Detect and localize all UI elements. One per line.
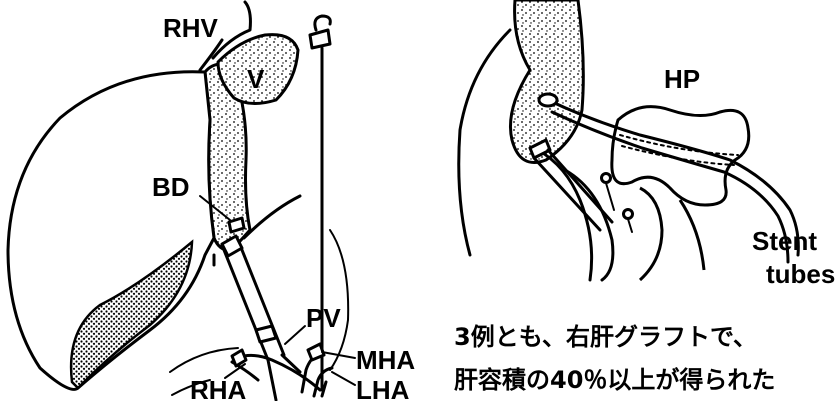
bile-duct-stub	[229, 218, 244, 232]
vessel-clamp-top	[310, 30, 330, 48]
label-rhv: RHV	[163, 13, 219, 43]
hepaticojejunostomy-organ	[612, 107, 749, 205]
liver-outline	[459, 30, 510, 255]
label-stent: Stent	[752, 226, 817, 256]
label-lha: LHA	[356, 375, 410, 401]
vessel-clamp-hook	[315, 16, 330, 30]
label-rha: RHA	[190, 375, 247, 401]
caption-line-2: 肝容積の40％以上が得られた	[454, 366, 775, 394]
caption-line-1: 3例とも、右肝グラフトで、	[454, 323, 757, 351]
vessel-clip-1	[602, 174, 611, 183]
artery-line	[534, 150, 612, 230]
clip-lines	[606, 183, 632, 232]
lha-leader	[332, 372, 355, 385]
label-tubes: tubes	[766, 259, 835, 289]
pv-leader	[285, 326, 305, 344]
label-v: V	[247, 64, 265, 94]
portal-vein	[222, 240, 284, 360]
stent-entry	[539, 94, 557, 106]
label-pv: PV	[306, 303, 341, 333]
outline-curve-right	[330, 230, 348, 370]
caption: 3例とも、右肝グラフトで、 肝容積の40％以上が得られた	[454, 323, 775, 394]
label-bd: BD	[152, 172, 190, 202]
right-figure: HP Stent tubes	[459, 0, 836, 289]
left-figure: RHV V BD PV MHA LHA RHA	[8, 2, 415, 401]
graft-duct	[510, 0, 583, 163]
label-hp: HP	[664, 64, 700, 94]
label-mha: MHA	[356, 345, 415, 375]
vessel-clip-2	[624, 210, 633, 219]
pv-segment-cap	[256, 326, 276, 342]
